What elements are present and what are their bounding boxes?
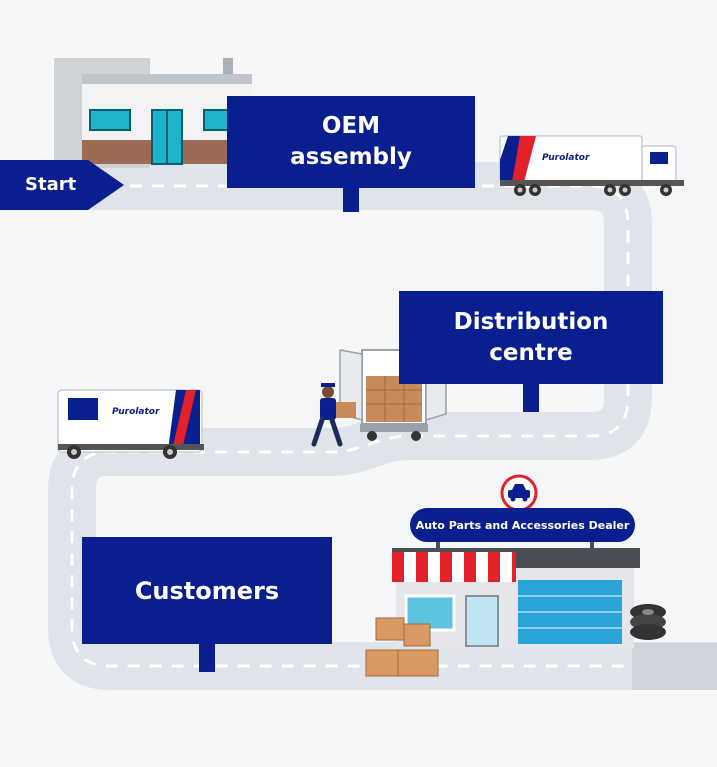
truck-brand-top: Purolator <box>542 153 590 163</box>
label-pointer <box>523 384 539 412</box>
awning <box>392 552 516 582</box>
step-label: Distribution centre <box>453 308 609 366</box>
step-distribution-centre: Distribution centre <box>399 291 663 412</box>
start-label: Start <box>25 174 77 195</box>
dealer-sign: Auto Parts and Accessories Dealer <box>410 508 635 542</box>
step-label: OEM assembly <box>290 113 412 170</box>
delivery-truck-top: Purolator <box>499 135 684 196</box>
dealer-sign-label: Auto Parts and Accessories Dealer <box>415 518 630 532</box>
step-label: Customers <box>134 576 280 605</box>
store-illustration <box>392 540 640 648</box>
road-end-block <box>632 643 717 690</box>
step-oem-assembly: OEM assembly <box>227 96 475 212</box>
box-icon <box>336 402 356 418</box>
tire-icon <box>630 604 666 640</box>
car-icon-badge <box>500 474 538 512</box>
box-stack <box>365 617 439 677</box>
delivery-van-left: Purolator <box>57 389 204 459</box>
factory-illustration <box>54 58 252 168</box>
label-pointer <box>343 188 359 212</box>
label-pointer <box>199 644 215 672</box>
car-icon <box>508 484 530 502</box>
step-customers: Customers <box>82 537 332 672</box>
worker-figure <box>311 383 356 447</box>
road-dashes <box>70 184 640 668</box>
truck-brand-left: Purolator <box>112 407 160 417</box>
